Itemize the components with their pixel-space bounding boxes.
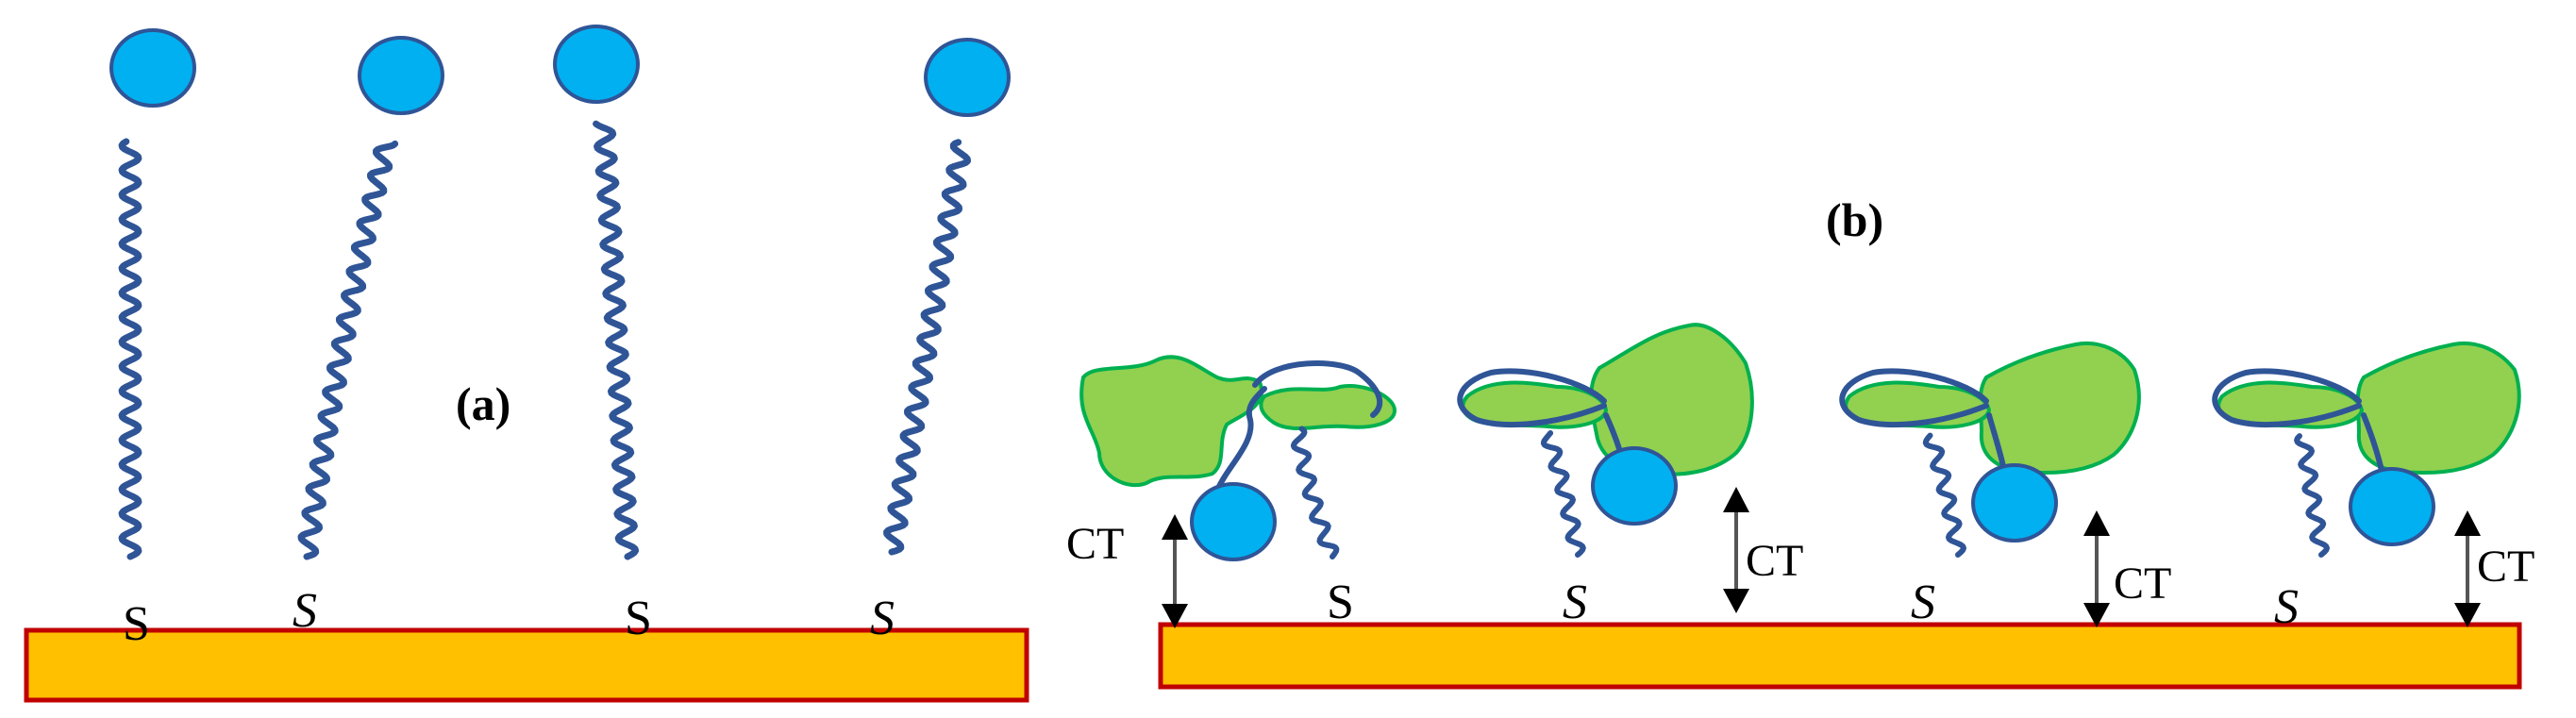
- wavy-chain-a1: [118, 138, 142, 560]
- sulfur-label-a2: S: [293, 584, 317, 638]
- head-group-b3: [1971, 463, 2058, 543]
- immobilized-unit-3: S: [1839, 341, 2141, 629]
- wavy-chain-a2: [297, 140, 399, 560]
- wavy-chain-b2: [1540, 430, 1586, 558]
- head-group-a3: [553, 25, 640, 104]
- wavy-chain-a4: [883, 139, 971, 556]
- panel-a: S S S S (a): [24, 25, 1029, 703]
- ct-arrow-2: CT: [1723, 487, 1803, 613]
- wavy-chain-b3: [1922, 432, 1966, 558]
- sulfur-label-a1: S: [123, 597, 150, 651]
- ct-label-1: CT: [1066, 519, 1124, 569]
- linker-stem-1: [1214, 386, 1267, 493]
- wavy-chain-b1: [1290, 426, 1340, 559]
- head-group-a4: [924, 38, 1011, 117]
- ct-label-2: CT: [1746, 536, 1803, 586]
- immobilized-unit-2: S: [1457, 323, 1754, 629]
- protein-blob-2: [1589, 323, 1754, 476]
- sulfur-label-b2: S: [1563, 576, 1587, 629]
- head-group-b1: [1190, 482, 1277, 561]
- ct-arrow-4: CT: [2454, 510, 2534, 627]
- sulfur-label-a3: S: [625, 592, 652, 645]
- immobilized-unit-1: S: [1079, 355, 1397, 629]
- linker-4: [2212, 368, 2362, 427]
- linker-2: [1457, 368, 1607, 427]
- protein-blob-1: [1079, 355, 1263, 488]
- linker-1: [1252, 360, 1383, 418]
- head-group-a1: [109, 28, 196, 108]
- panel-b: (b) S S: [1066, 193, 2534, 690]
- wavy-chain-a3: [593, 120, 640, 560]
- protein-blob-3: [1978, 341, 2141, 475]
- ct-arrow-3: CT: [2083, 510, 2171, 627]
- sulfur-label-b1: S: [1327, 576, 1354, 629]
- protein-blob-4: [2355, 341, 2521, 475]
- sulfur-label-a4: S: [870, 592, 895, 645]
- ct-arrow-1: CT: [1066, 514, 1188, 628]
- sulfur-label-b3: S: [1911, 576, 1935, 629]
- panel-label-b: (b): [1826, 193, 1883, 246]
- gold-substrate-b: [1158, 622, 2522, 690]
- wavy-chain-b4: [2294, 433, 2330, 558]
- ct-label-4: CT: [2477, 542, 2534, 592]
- immobilized-unit-4: S: [2212, 341, 2521, 634]
- head-group-b4: [2349, 467, 2435, 546]
- gold-substrate-a: [24, 627, 1029, 703]
- protein-lobe-1: [1259, 384, 1397, 430]
- head-group-a2: [358, 36, 444, 115]
- linker-3: [1839, 368, 1989, 427]
- head-group-b2: [1591, 446, 1678, 526]
- sulfur-label-b4: S: [2274, 580, 2299, 634]
- ct-label-3: CT: [2114, 559, 2171, 609]
- panel-label-a: (a): [456, 377, 510, 430]
